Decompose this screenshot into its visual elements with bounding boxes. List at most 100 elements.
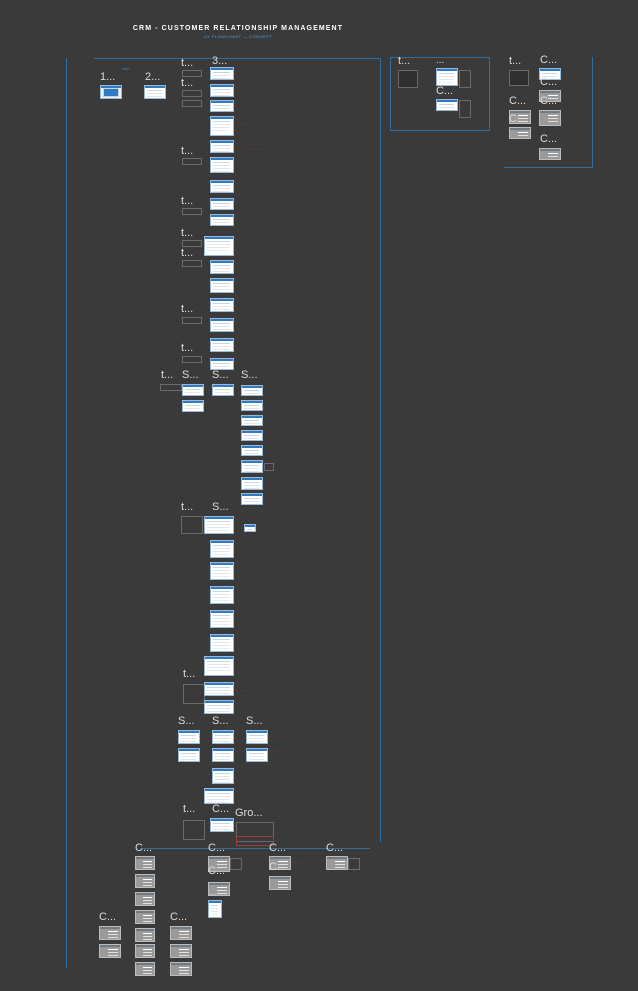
side-b-screen-5[interactable] [539, 110, 561, 126]
screen-b4-1[interactable] [326, 856, 348, 870]
screen-c3-2[interactable] [210, 84, 234, 97]
screen-s3-1[interactable] [241, 385, 263, 396]
screen-s3-3[interactable] [241, 415, 263, 426]
screen-s4-1[interactable] [204, 516, 234, 534]
t-placeholder-2[interactable] [182, 90, 202, 97]
screen-b3-1[interactable] [269, 856, 291, 870]
screen-s7-3[interactable] [212, 768, 234, 784]
screen-c3-5[interactable] [210, 140, 234, 153]
screen-thumb-2[interactable] [144, 85, 166, 99]
screen-s1-1[interactable] [182, 384, 204, 396]
side-a-screen-1[interactable] [436, 68, 458, 86]
screen-s3-6[interactable] [241, 460, 263, 473]
screen-c-main[interactable] [210, 818, 234, 832]
side-b-screen-6[interactable] [539, 148, 561, 160]
screen-b2-2[interactable] [208, 882, 230, 896]
screen-b2-3[interactable] [208, 900, 222, 918]
screen-b1-1[interactable] [135, 856, 155, 870]
side-b-screen-3[interactable] [509, 110, 531, 124]
screen-s3-4[interactable] [241, 430, 263, 441]
t-label-5: t... [181, 227, 194, 239]
screen-s7-2[interactable] [212, 748, 234, 762]
screen-s2-1[interactable] [212, 384, 234, 396]
screen-s4-2[interactable] [210, 540, 234, 558]
note-s5-1: — — — [236, 688, 247, 692]
screen-b1-4[interactable] [135, 910, 155, 924]
screen-b1-7[interactable] [135, 962, 155, 976]
screen-c3-13[interactable] [210, 298, 234, 312]
screen-s4-7[interactable] [204, 656, 234, 676]
screen-b6-1[interactable] [170, 926, 192, 940]
side-a-screen-2[interactable] [436, 99, 458, 111]
screen-b5-2[interactable] [99, 944, 121, 958]
screen-b1-3[interactable] [135, 892, 155, 906]
t-placeholder-5[interactable] [182, 208, 202, 215]
screen-s4-5[interactable] [210, 610, 234, 628]
screen-s4-4[interactable] [210, 586, 234, 604]
t-placeholder-3[interactable] [182, 100, 202, 107]
screen-s8-1[interactable] [246, 730, 268, 744]
screen-s8-2[interactable] [246, 748, 268, 762]
t-placeholder-8[interactable] [182, 317, 202, 324]
screen-c3-10[interactable] [204, 236, 234, 256]
screen-c3-4[interactable] [210, 116, 234, 136]
s-label-3: S... [241, 369, 258, 381]
screen-s3-8[interactable] [241, 493, 263, 505]
screen-b6-2[interactable] [170, 944, 192, 958]
screen-c3-14[interactable] [210, 318, 234, 332]
screen-s5-1[interactable] [204, 682, 234, 696]
screen-c3-11[interactable] [210, 260, 234, 274]
t-placeholder-12[interactable] [183, 684, 205, 704]
t-placeholder-7[interactable] [182, 260, 202, 267]
t-placeholder-9[interactable] [182, 356, 202, 363]
screen-s7-4[interactable] [204, 788, 234, 804]
t-placeholder-11[interactable] [181, 516, 203, 534]
screen-s3-7[interactable] [241, 477, 263, 490]
screen-c3-9[interactable] [210, 214, 234, 226]
screen-s4-side[interactable] [244, 524, 256, 532]
screen-s4-6[interactable] [210, 634, 234, 652]
screen-s3-5[interactable] [241, 445, 263, 456]
t-label-7: t... [181, 303, 194, 315]
screen-s5-2[interactable] [204, 700, 234, 714]
group-box[interactable] [236, 822, 274, 842]
screen-s7-1[interactable] [212, 730, 234, 744]
screen-c3-8[interactable] [210, 198, 234, 210]
note-c3-5: — — — — — [244, 147, 263, 151]
screen-b3-2[interactable] [269, 876, 291, 890]
side-a-box-2[interactable] [459, 100, 471, 118]
screen-c3-7[interactable] [210, 180, 234, 193]
screen-c3-3[interactable] [210, 100, 234, 112]
screen-s3-2[interactable] [241, 400, 263, 411]
screen-b5-1[interactable] [99, 926, 121, 940]
side-b-screen-2[interactable] [539, 90, 561, 102]
screen-c3-12[interactable] [210, 278, 234, 293]
side-b-placeholder[interactable] [509, 70, 529, 86]
side-a-box-1[interactable] [459, 70, 471, 88]
screen-c3-6[interactable] [210, 157, 234, 173]
side-b-c-label-4: C... [540, 95, 558, 107]
screen-b2-1[interactable] [208, 856, 230, 872]
side-a-placeholder[interactable] [398, 70, 418, 88]
screen-c3-15[interactable] [210, 338, 234, 352]
screen-c3-16[interactable] [210, 358, 234, 370]
t-placeholder-13[interactable] [183, 820, 205, 840]
screen-b6-3[interactable] [170, 962, 192, 976]
t-placeholder-10[interactable] [160, 384, 182, 391]
side-b-screen-1[interactable] [539, 68, 561, 80]
screen-b1-6[interactable] [135, 944, 155, 958]
screen-s6-1[interactable] [178, 730, 200, 744]
screen-s4-3[interactable] [210, 562, 234, 580]
side-b-screen-4[interactable] [509, 127, 531, 139]
screen-b1-5[interactable] [135, 928, 155, 942]
t-placeholder-6[interactable] [182, 240, 202, 247]
screen-c3-1[interactable] [210, 67, 234, 80]
note-s8: — — — [270, 748, 281, 752]
screen-b1-2[interactable] [135, 874, 155, 888]
screen-s1-2[interactable] [182, 400, 204, 412]
t-placeholder-4[interactable] [182, 158, 202, 165]
b2-side-box[interactable] [230, 858, 242, 870]
b4-side-box[interactable] [348, 858, 360, 870]
screen-s6-2[interactable] [178, 748, 200, 762]
t-placeholder-1[interactable] [182, 70, 202, 77]
